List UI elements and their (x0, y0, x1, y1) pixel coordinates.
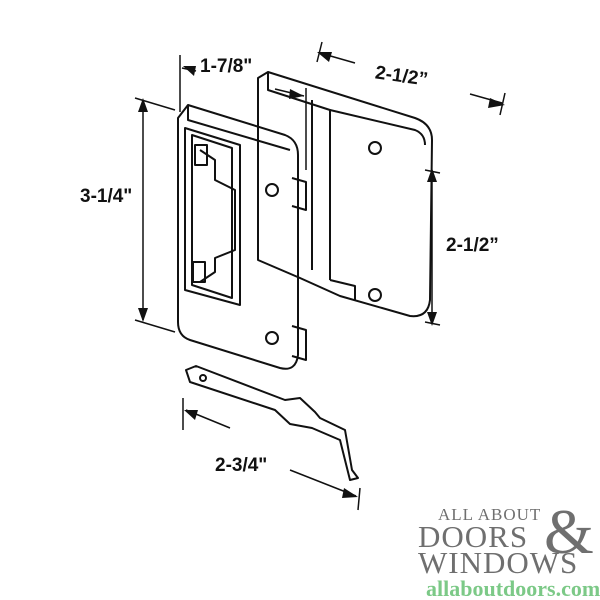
logo-line3: WINDOWS (418, 545, 579, 580)
dimension-latch-length: 2-3/4" (215, 455, 268, 476)
logo-url: allaboutdoors.com (426, 576, 600, 600)
dimension-handle-width: 1-7/8" (200, 56, 253, 77)
dimension-hole-spacing: 2-1/2” (446, 235, 499, 256)
handle-hole-top (265, 183, 279, 197)
latch-bar (185, 365, 359, 481)
back-plate (257, 71, 433, 318)
logo-line2: DOORS (418, 519, 529, 554)
logo-ampersand: & (544, 496, 594, 567)
handle-body (177, 104, 299, 370)
screw-hole-top (368, 141, 382, 155)
handle-hole-bottom (265, 331, 279, 345)
handle-opening (184, 127, 241, 306)
dimension-handle-height: 3-1/4" (80, 186, 133, 207)
logo-line1: ALL ABOUT (438, 505, 542, 524)
screw-hole-bottom (368, 288, 382, 302)
